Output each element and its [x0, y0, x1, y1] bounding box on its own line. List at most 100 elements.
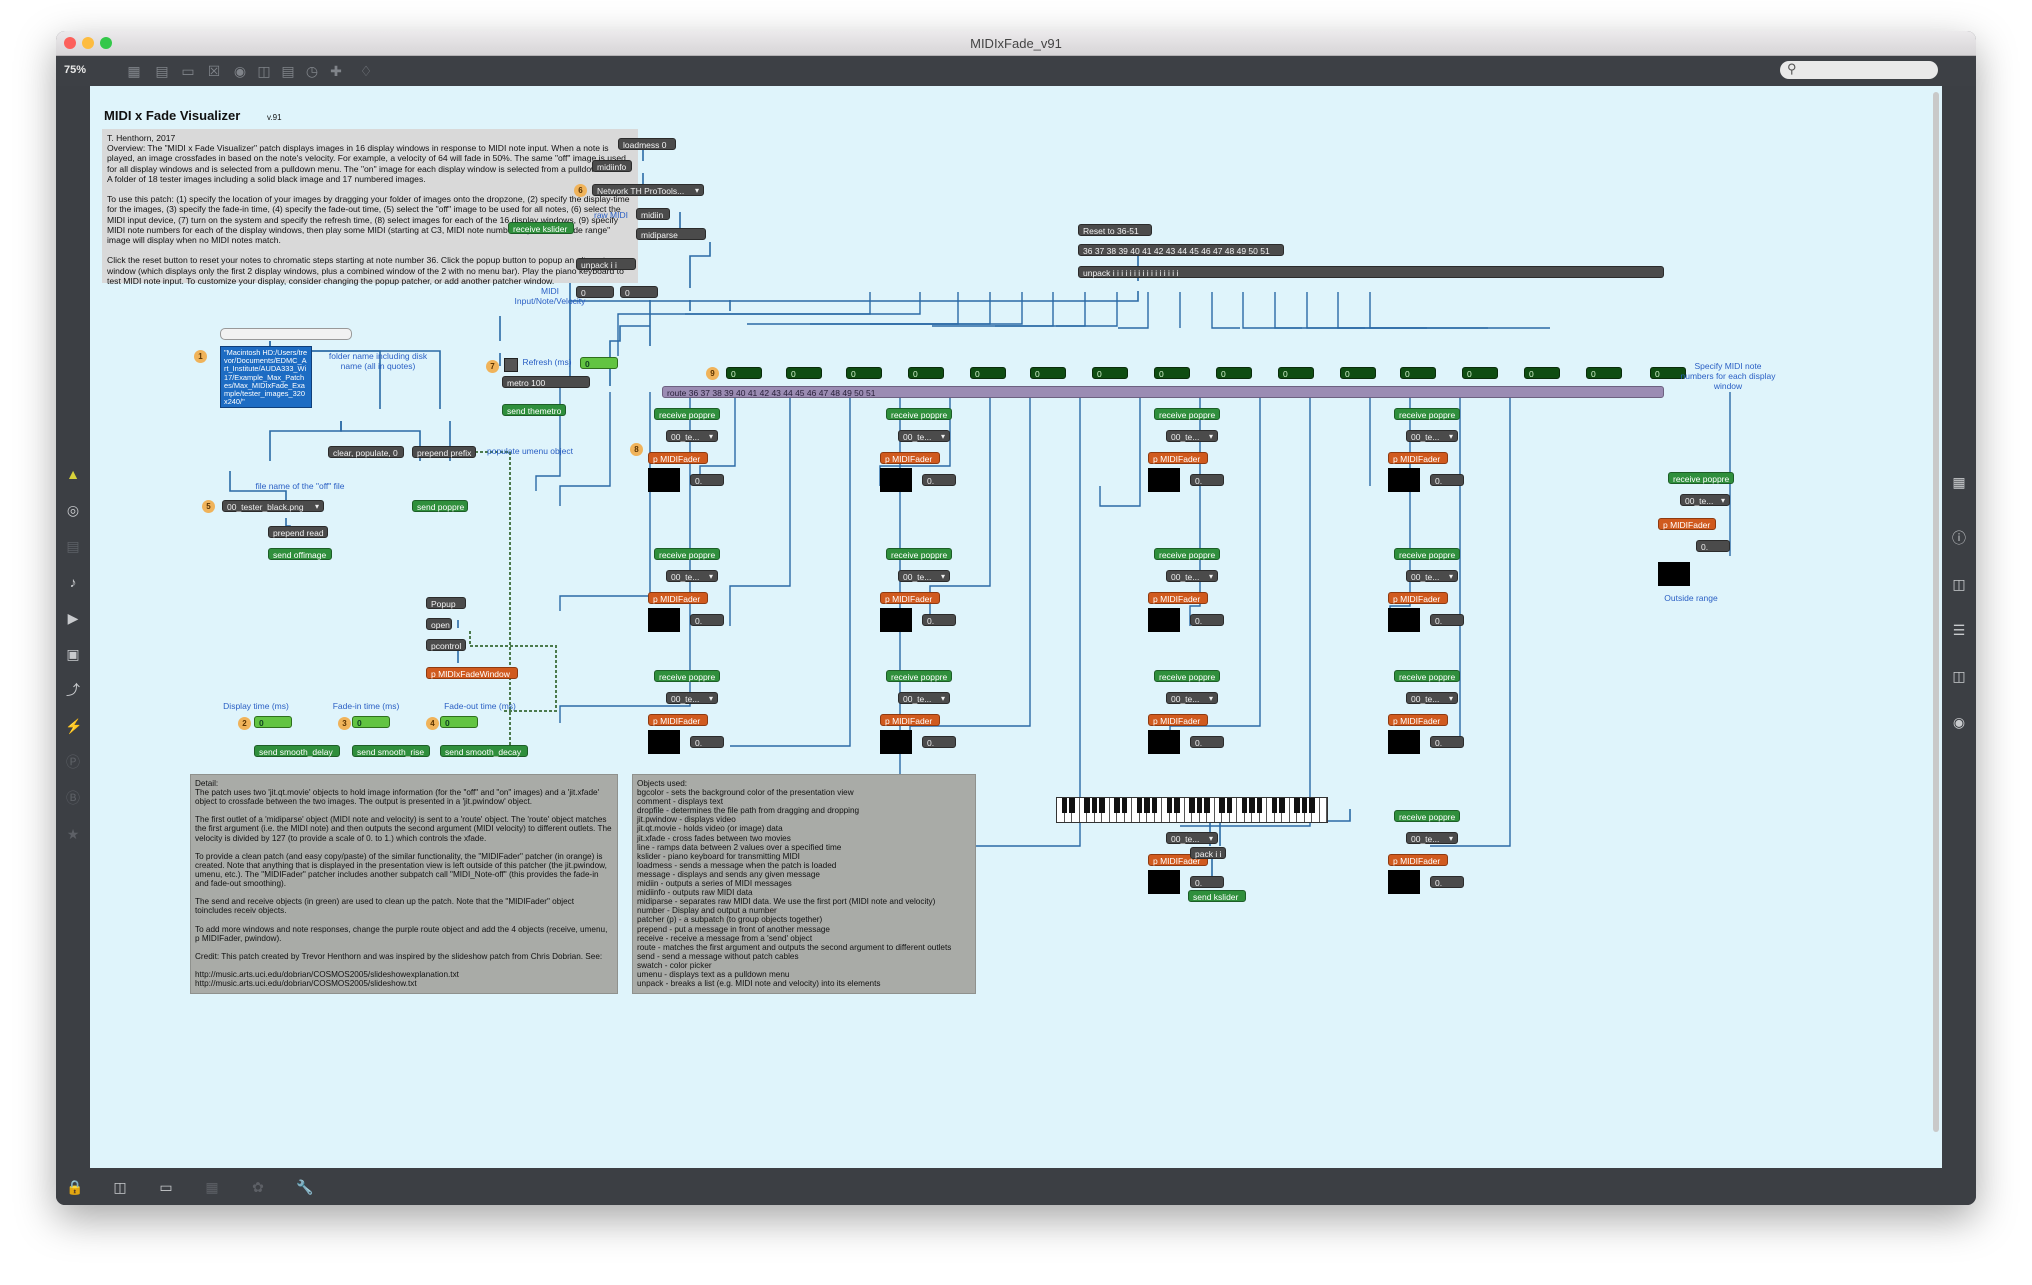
grid-icon[interactable]: ▦ — [1952, 474, 1966, 490]
book-icon[interactable]: ◫ — [1952, 576, 1966, 592]
reset-message[interactable]: Reset to 36-51 — [1078, 224, 1152, 236]
piano-black-key[interactable] — [1271, 798, 1278, 813]
piano-white-key[interactable] — [1155, 798, 1162, 822]
close-window-button[interactable] — [64, 37, 76, 49]
note-number-box[interactable]: 0 — [786, 367, 822, 379]
cube-icon[interactable]: ▲ — [66, 466, 80, 482]
p-icon[interactable]: Ⓟ — [66, 754, 80, 770]
image-menu[interactable]: 00_te... — [1166, 692, 1218, 705]
piano-white-key[interactable] — [1207, 798, 1215, 822]
note-number-box[interactable]: 0 — [846, 367, 882, 379]
fader-value[interactable]: 0. — [690, 736, 724, 748]
note-number-box[interactable]: 0 — [908, 367, 944, 379]
image-menu[interactable]: 00_te... — [898, 692, 950, 705]
velocity-number[interactable]: 0 — [620, 286, 658, 298]
receive-poppre[interactable]: receive poppre — [886, 408, 952, 420]
wrench-icon[interactable]: 🔧 — [296, 1179, 314, 1195]
note-number-box[interactable]: 0 — [726, 367, 762, 379]
receive-poppre[interactable]: receive poppre — [1394, 548, 1460, 560]
layout-icon[interactable]: ▤ — [66, 538, 80, 554]
window-patcher[interactable]: p MIDIxFadeWindow — [426, 667, 518, 679]
receive-poppre[interactable]: receive poppre — [886, 548, 952, 560]
piano-black-key[interactable] — [1166, 798, 1173, 813]
receive-poppre[interactable]: receive poppre — [1154, 670, 1220, 682]
note-number-box[interactable]: 0 — [1650, 367, 1686, 379]
note-number-box[interactable]: 0 — [970, 367, 1006, 379]
piano-black-key[interactable] — [1241, 798, 1248, 813]
lock-icon[interactable]: 🔒 — [66, 1179, 84, 1195]
midi-fader[interactable]: p MIDIFader — [1148, 714, 1208, 726]
send-themetro[interactable]: send themetro — [502, 404, 566, 416]
note-number-box[interactable]: 0 — [1216, 367, 1252, 379]
piano-white-key[interactable] — [1125, 798, 1132, 822]
toggle-icon[interactable]: ☒ — [207, 63, 221, 79]
midiin-object[interactable]: midiin — [636, 208, 670, 220]
midi-fader[interactable]: p MIDIFader — [1388, 452, 1448, 464]
slider-icon[interactable]: ▤ — [281, 63, 295, 79]
windows-icon[interactable]: ◫ — [113, 1179, 127, 1195]
note-number-box[interactable]: 0 — [1092, 367, 1128, 379]
send-poppre[interactable]: send poppre — [412, 500, 468, 512]
note-list-message[interactable]: 36 37 38 39 40 41 42 43 44 45 46 47 48 4… — [1078, 244, 1284, 256]
off-image-menu[interactable]: 00_tester_black.png — [222, 500, 324, 513]
new-object-icon[interactable]: ▦ — [127, 63, 141, 79]
piano-white-key[interactable] — [1312, 798, 1320, 822]
note-number-box[interactable]: 0 — [1340, 367, 1376, 379]
piano-kslider[interactable] — [1056, 797, 1328, 823]
list-icon[interactable]: ☰ — [1952, 622, 1966, 638]
image-menu[interactable]: 00_te... — [666, 692, 718, 705]
piano-black-key[interactable] — [1226, 798, 1233, 813]
image-menu-outside[interactable]: 00_te... — [1680, 494, 1730, 507]
fader-value-outside[interactable]: 0. — [1696, 540, 1730, 552]
display-time-number[interactable]: 0 — [254, 716, 292, 728]
piano-black-key[interactable] — [1256, 798, 1263, 813]
midi-fader[interactable]: p MIDIFader — [648, 714, 708, 726]
send-smooth-delay[interactable]: send smooth_delay — [254, 745, 340, 757]
image-menu[interactable]: 00_te... — [666, 430, 718, 443]
midi-fader[interactable]: p MIDIFader — [880, 592, 940, 604]
path-message[interactable]: "Macintosh HD:/Users/trevor/Documents/ED… — [220, 346, 312, 408]
pcontrol-object[interactable]: pcontrol — [426, 639, 466, 651]
number-icon[interactable]: ◫ — [257, 63, 271, 79]
dial-icon[interactable]: ◷ — [305, 63, 319, 79]
receive-poppre[interactable]: receive poppre — [1394, 670, 1460, 682]
fade-in-number[interactable]: 0 — [352, 716, 390, 728]
message-icon[interactable]: ▤ — [155, 63, 169, 79]
piano-black-key[interactable] — [1114, 798, 1120, 813]
vertical-scrollbar[interactable] — [1933, 92, 1939, 1132]
reference-icon[interactable]: ◫ — [1952, 668, 1966, 684]
fader-value[interactable]: 0. — [1190, 474, 1224, 486]
image-menu[interactable]: 00_te... — [1406, 692, 1458, 705]
fader-value[interactable]: 0. — [1430, 474, 1464, 486]
b-icon[interactable]: Ⓑ — [66, 790, 80, 806]
presentation-icon[interactable]: ▭ — [159, 1179, 173, 1195]
send-kslider[interactable]: send kslider — [1188, 890, 1246, 902]
piano-black-key[interactable] — [1174, 798, 1180, 813]
piano-black-key[interactable] — [1204, 798, 1210, 813]
note-number-box[interactable]: 0 — [1400, 367, 1436, 379]
receive-poppre[interactable]: receive poppre — [654, 548, 720, 560]
fader-value[interactable]: 0. — [1430, 876, 1464, 888]
receive-poppre[interactable]: receive poppre — [654, 408, 720, 420]
dropfile-zone[interactable] — [220, 328, 352, 340]
image-menu[interactable]: 00_te... — [1406, 570, 1458, 583]
midiparse-object[interactable]: midiparse — [636, 228, 706, 240]
open-message[interactable]: open — [426, 618, 452, 630]
midi-fader[interactable]: p MIDIFader — [648, 452, 708, 464]
piano-black-key[interactable] — [1069, 798, 1075, 813]
receive-poppre[interactable]: receive poppre — [1394, 408, 1460, 420]
pack-object[interactable]: pack i i — [1190, 847, 1226, 859]
circle-target-icon[interactable]: ◎ — [66, 502, 80, 518]
piano-black-key[interactable] — [1309, 798, 1315, 813]
piano-black-key[interactable] — [1084, 798, 1090, 813]
piano-black-key[interactable] — [1136, 798, 1143, 813]
unpack-object[interactable]: unpack i i i i i i i i i i i i i i i i — [1078, 266, 1664, 278]
receive-poppre-outside[interactable]: receive poppre — [1668, 472, 1734, 484]
fader-value[interactable]: 0. — [690, 614, 724, 626]
midi-fader[interactable]: p MIDIFader — [1388, 714, 1448, 726]
image-menu[interactable]: 00_te... — [898, 570, 950, 583]
note-number-box[interactable]: 0 — [1586, 367, 1622, 379]
piano-black-key[interactable] — [1144, 798, 1150, 813]
note-number-box[interactable]: 0 — [1030, 367, 1066, 379]
midi-fader[interactable]: p MIDIFader — [880, 452, 940, 464]
